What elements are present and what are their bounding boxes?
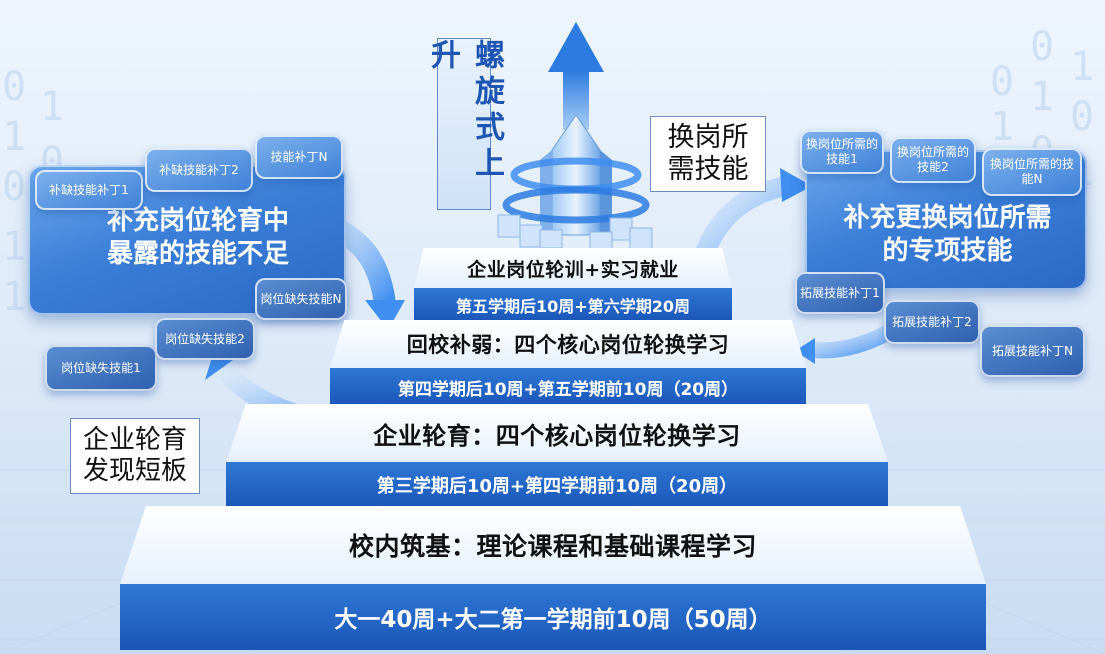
right-bottom-chip-2: 拓展技能补丁2 [884,300,980,344]
tier-1: 企业岗位轮训+实习就业 第五学期后10周+第六学期20周 [414,248,732,322]
tier-3: 企业轮育：四个核心岗位轮换学习 第三学期后10周+第四学期前10周（20周） [226,404,888,508]
tier-2-subtitle: 第四学期后10周+第五学期前10周（20周） [330,368,806,406]
right-top-chip-2: 换岗位所需的技能2 [890,137,976,183]
svg-text:1: 1 [1030,74,1054,120]
tier-3-title: 企业轮育：四个核心岗位轮换学习 [226,404,888,462]
svg-text:1: 1 [2,224,26,270]
left-top-chip-n: 技能补丁N [255,135,343,179]
svg-text:1: 1 [2,114,26,160]
left-bottom-chip-2: 岗位缺失技能2 [155,318,255,360]
right-panel-title: 补充更换岗位所需的专项技能 [843,203,1052,266]
right-bottom-chip-n: 拓展技能补丁N [980,325,1085,377]
svg-text:1: 1 [990,104,1014,150]
svg-text:1: 1 [1070,44,1094,90]
svg-text:0: 0 [2,164,26,210]
svg-text:0: 0 [990,59,1014,105]
tier-1-subtitle: 第五学期后10周+第六学期20周 [414,288,732,322]
right-top-chip-n: 换岗位所需的技能N [982,148,1082,196]
left-top-chip-1: 补缺技能补丁1 [35,170,143,210]
tier-4-title: 校内筑基：理论课程和基础课程学习 [120,506,986,584]
enterprise-shortboard-label: 企业轮育发现短板 [70,418,200,494]
svg-text:1: 1 [2,274,26,320]
tier-3-subtitle: 第三学期后10周+第四学期前10周（20周） [226,462,888,508]
right-top-chip-1: 换岗位所需的技能1 [800,130,884,174]
left-panel-title: 补充岗位轮育中暴露的技能不足 [106,206,289,269]
left-top-chip-2: 补缺技能补丁2 [145,148,253,192]
tier-2: 回校补弱：四个核心岗位轮换学习 第四学期后10周+第五学期前10周（20周） [330,320,806,406]
left-bottom-chip-1: 岗位缺失技能1 [45,345,157,391]
svg-text:0: 0 [1070,94,1094,140]
right-lower-curve-arrow-head [795,338,815,364]
right-curve-arrow-head [780,168,812,202]
spiral-up-arrow-icon [497,22,653,251]
right-bottom-chip-1: 拓展技能补丁1 [795,272,885,314]
tier-1-title: 企业岗位轮训+实习就业 [414,248,732,288]
tier-4-subtitle: 大一40周+大二第一学期前10周（50周） [120,584,986,650]
tier-2-title: 回校补弱：四个核心岗位轮换学习 [330,320,806,368]
svg-text:1: 1 [40,84,64,130]
left-bottom-chip-n: 岗位缺失技能N [255,278,347,320]
job-change-skills-label: 换岗所需技能 [650,116,766,192]
spiral-rise-label: 螺旋式上升 [425,38,504,210]
svg-text:0: 0 [2,64,26,110]
tier-4: 校内筑基：理论课程和基础课程学习 大一40周+大二第一学期前10周（50周） [120,506,986,650]
left-curve-arrow-head [365,300,405,330]
svg-text:0: 0 [1030,24,1054,70]
